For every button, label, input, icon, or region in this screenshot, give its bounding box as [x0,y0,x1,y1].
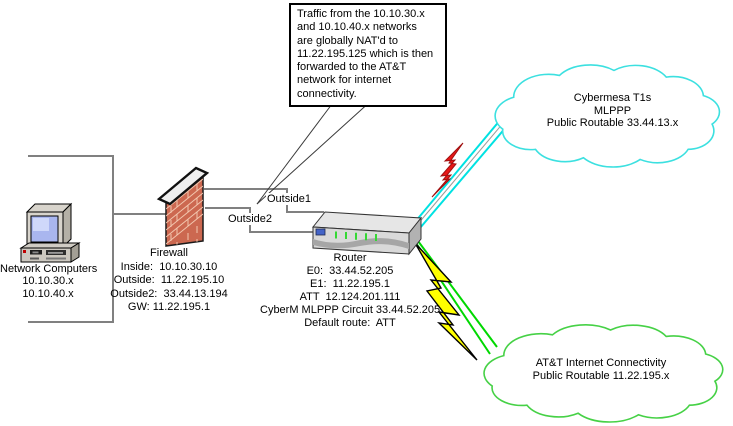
cybermesa-cloud-line: Public Routable 33.44.13.x [546,117,679,129]
router-info-line: Default route: ATT [304,317,396,329]
callout-line: 11.22.195.125 which is then [297,47,434,60]
computers-subnet: 10.10.30.x [22,275,74,288]
callout-pointer-line [256,99,336,205]
firewall-info-line: Inside: 10.10.30.10 [120,260,218,273]
cybermesa-cloud [495,65,719,167]
router-led-lights [335,231,377,241]
firewall-title: Firewall [150,247,188,259]
cybermesa-link-line [419,125,508,229]
att-cloud-line: AT&T Internet Connectivity [535,357,667,369]
firewall-info-line: Outside2: 33.44.13.194 [110,287,228,300]
router-label: Router E0: 33.44.52.205 E1: 11.22.195.1 … [260,252,440,330]
cybermesa-link-line [414,118,502,223]
callout-line: and 10.10.40.x networks [297,21,417,34]
router-info-line: CyberM MLPPP Circuit 33.44.52.205 [260,304,441,316]
lan-segment-line [28,155,114,323]
computer-icon [19,202,81,263]
att-cloud-label: AT&T Internet Connectivity Public Routab… [518,357,684,382]
callout-line: network for internet [297,74,392,87]
floppy-slot [32,251,39,254]
firewall-info-line: GW: 11.22.195.1 [127,301,211,313]
firewall-wall-cap [156,166,210,206]
router-icon [312,211,422,256]
outside1-label: Outside1 [266,193,313,205]
cybermesa-link-center-line [416,121,505,226]
computers-title: Network Computers [0,263,98,275]
firewall-icon [156,166,210,247]
cybermesa-cloud-line: MLPPP [593,104,632,117]
router-info-line: E0: 33.44.52.205 [306,265,394,277]
firewall-label: Firewall Inside: 10.10.30.10 Outside: 11… [98,247,240,315]
callout-line: Traffic from the 10.10.30.x [297,8,425,20]
red-lightning-bolt-icon [431,142,464,198]
router-brand-badge [315,228,326,236]
computers-subnet: 10.10.40.x [22,287,74,300]
cybermesa-cloud-line: Cybermesa T1s [573,92,652,104]
firewall-info-line: Outside: 11.22.195.10 [113,274,225,286]
monitor-screen-glare [33,218,49,231]
callout-line: are globally NAT'd to [297,34,398,47]
outside2-label: Outside2 [227,213,274,225]
case-vent [30,257,39,260]
att-link-line [417,240,498,348]
att-cloud-line: Public Routable 11.22.195.x [532,369,670,382]
cybermesa-cloud-label: Cybermesa T1s MLPPP Public Routable 33.4… [530,92,695,130]
yellow-lightning-bolt-icon [414,242,478,361]
computers-label: Network Computers 10.10.30.x 10.10.40.x [0,263,98,300]
callout-line: forwarded to the AT&T [297,61,407,74]
callout-note: Traffic from the 10.10.30.x and 10.10.40… [289,3,447,108]
case-top-face [19,242,81,249]
cd-slot [48,252,63,254]
router-info-line: E1: 11.22.195.1 [310,278,390,290]
router-title: Router [333,252,367,264]
att-cloud [484,325,723,422]
monitor-side-face [62,202,72,249]
callout-pointer-line [256,99,373,205]
callout-line: connectivity. [297,87,357,100]
router-front-band [313,238,409,249]
case-vent [46,257,66,260]
case-logo [23,250,26,253]
router-info-line: ATT 12.124.201.111 [299,291,401,303]
